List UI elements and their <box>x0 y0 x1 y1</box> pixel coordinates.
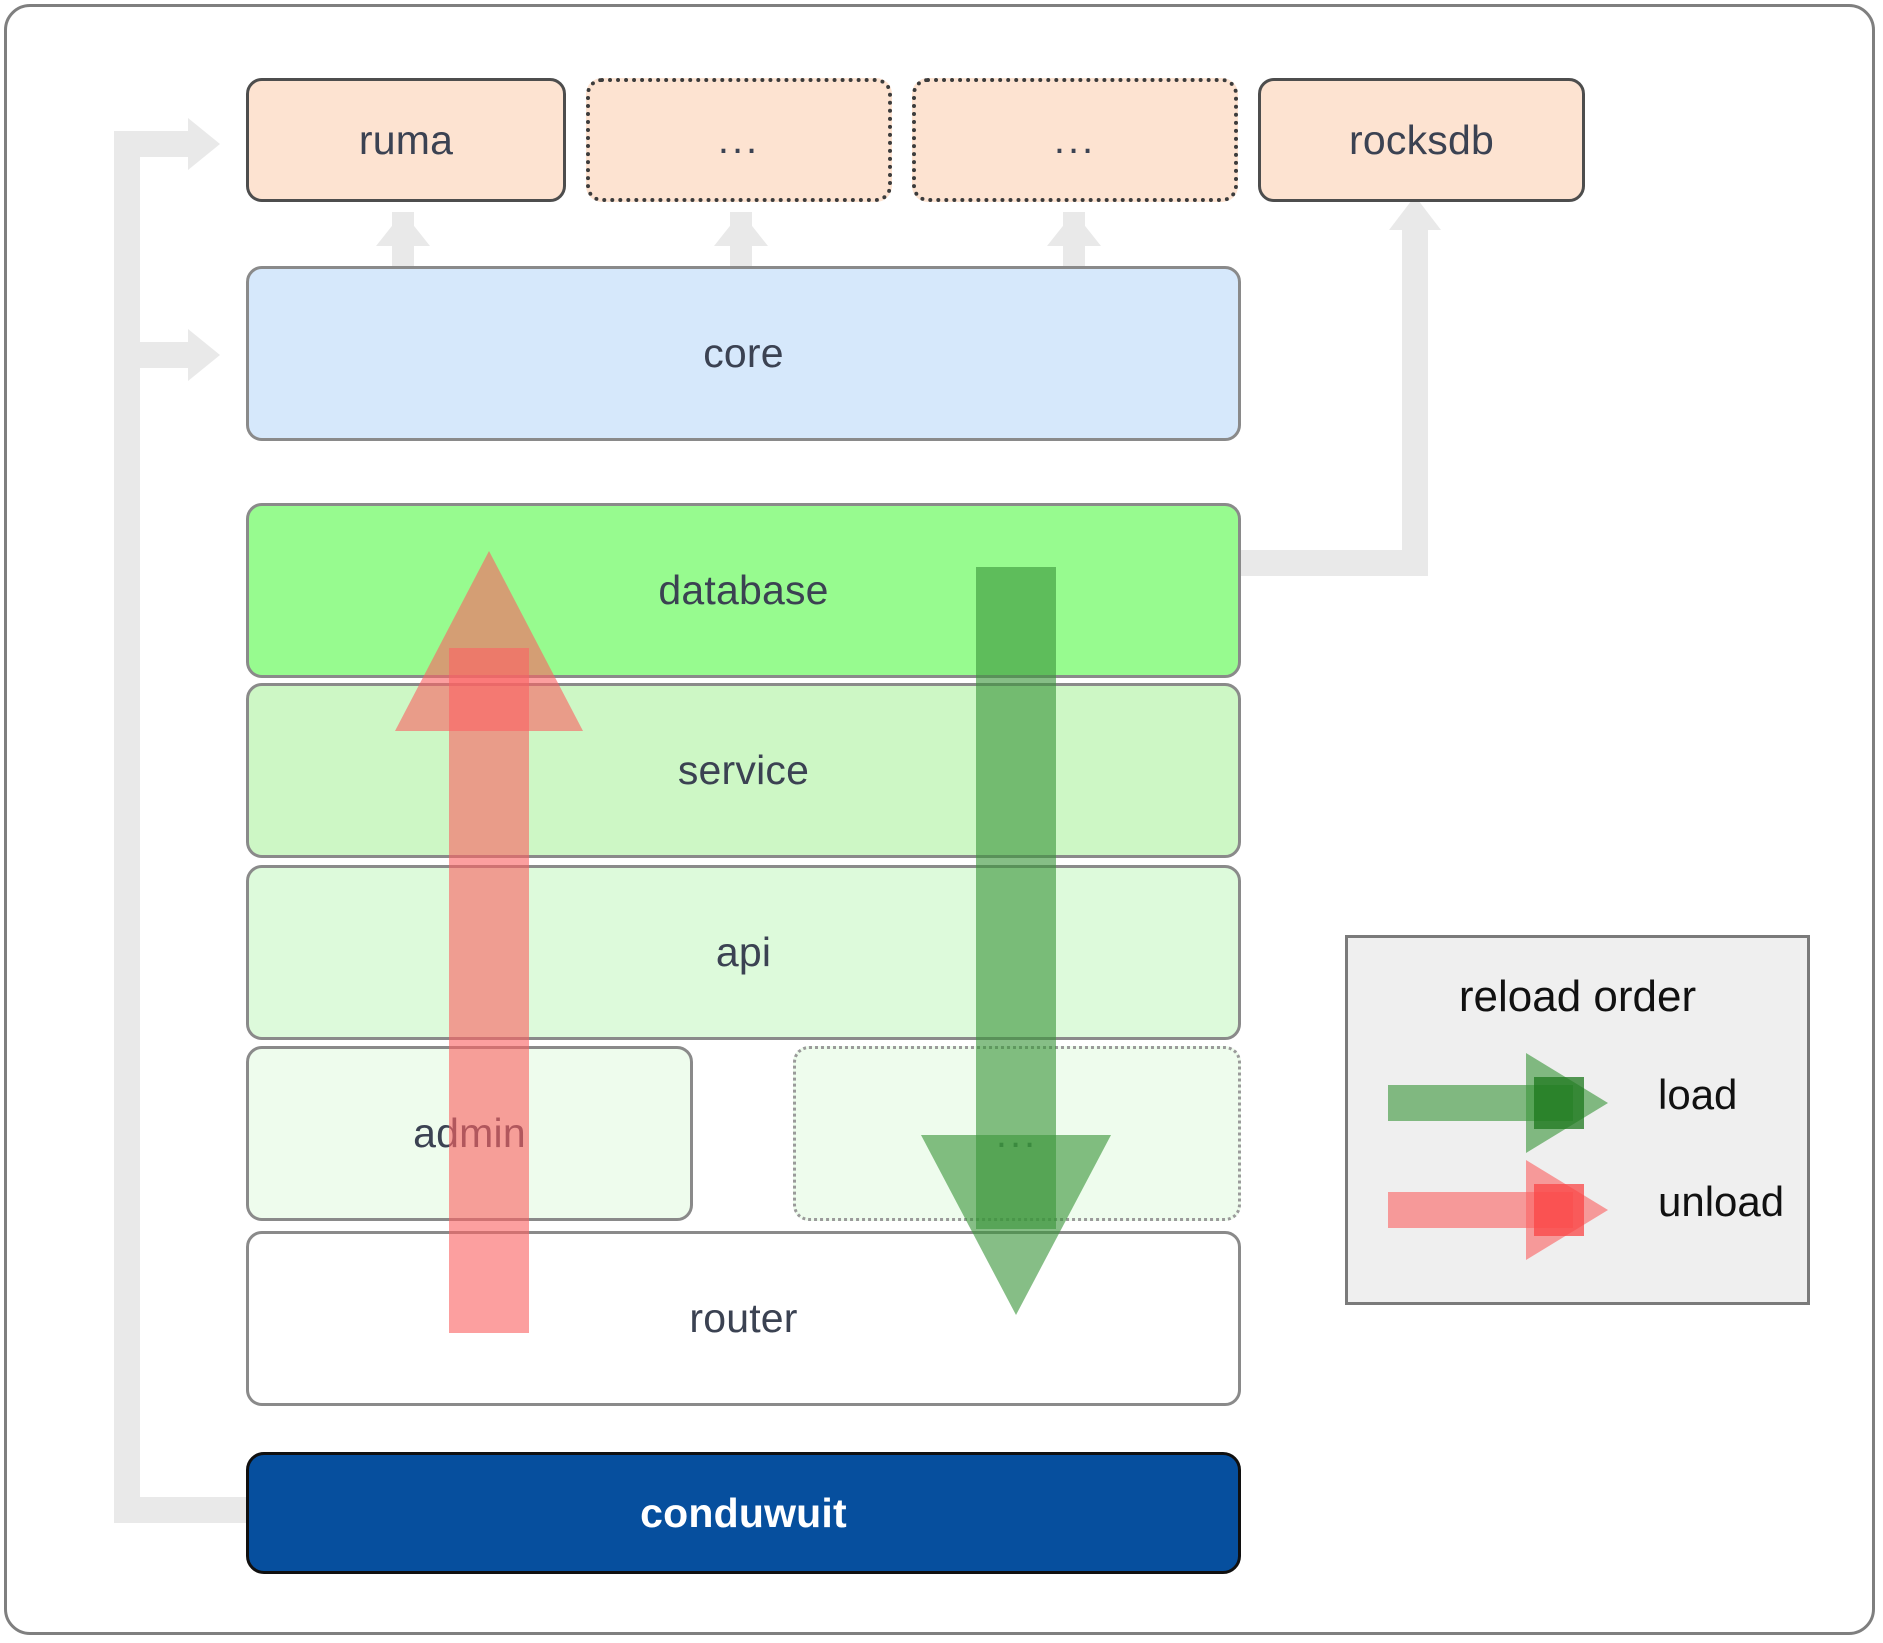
legend-label-load: load <box>1658 1071 1738 1118</box>
connector-core-ruma-arrowhead <box>376 212 430 246</box>
connector-to-ruma-horizontal <box>114 131 194 157</box>
dependency-label-dots-2: ... <box>1053 118 1097 162</box>
legend-load-arrow-core <box>1534 1077 1584 1129</box>
unload-arrow-head <box>395 551 583 731</box>
layer-label-core: core <box>703 330 784 376</box>
layer-label-service: service <box>677 747 810 793</box>
connector-database-rocksdb-vertical <box>1402 225 1428 576</box>
layer-box-core[interactable]: core <box>246 266 1241 441</box>
dependency-box-dots-2[interactable]: ... <box>912 78 1238 202</box>
legend-row-load: load <box>1348 1053 1807 1153</box>
connector-to-core-horizontal <box>114 342 194 368</box>
connector-core-dots1-arrowhead <box>714 212 768 246</box>
connector-to-ruma-arrowhead <box>188 118 220 170</box>
legend-unload-arrow-core <box>1534 1184 1584 1236</box>
layer-box-conduwuit[interactable]: conduwuit <box>246 1452 1241 1574</box>
legend-label-unload: unload <box>1658 1178 1785 1225</box>
layer-box-api[interactable]: api <box>246 865 1241 1040</box>
dependency-box-dots-1[interactable]: ... <box>586 78 892 202</box>
connector-to-core-arrowhead <box>188 329 220 381</box>
layer-label-database: database <box>658 567 829 613</box>
unload-arrow-shaft <box>449 648 529 1333</box>
dependency-label-ruma: ruma <box>358 116 454 163</box>
layer-label-conduwuit: conduwuit <box>640 1489 847 1536</box>
load-arrow-shaft <box>976 567 1056 1229</box>
dependency-label-rocksdb: rocksdb <box>1349 116 1494 163</box>
connector-conduwuit-spine-vertical <box>114 131 140 1523</box>
connector-core-dots2-arrowhead <box>1047 212 1101 246</box>
load-arrow-head <box>921 1135 1111 1315</box>
layer-label-router: router <box>689 1295 798 1341</box>
connector-conduwuit-spine-bottom <box>114 1497 246 1523</box>
layer-label-api: api <box>715 929 772 975</box>
legend-panel: reload order load unload <box>1345 935 1810 1305</box>
dependency-box-ruma[interactable]: ruma <box>246 78 566 202</box>
legend-title: reload order <box>1458 972 1697 1021</box>
dependency-label-dots-1: ... <box>717 118 761 162</box>
connector-database-rocksdb-horizontal <box>1241 550 1406 576</box>
dependency-box-rocksdb[interactable]: rocksdb <box>1258 78 1585 202</box>
legend-row-unload: unload <box>1348 1160 1807 1260</box>
